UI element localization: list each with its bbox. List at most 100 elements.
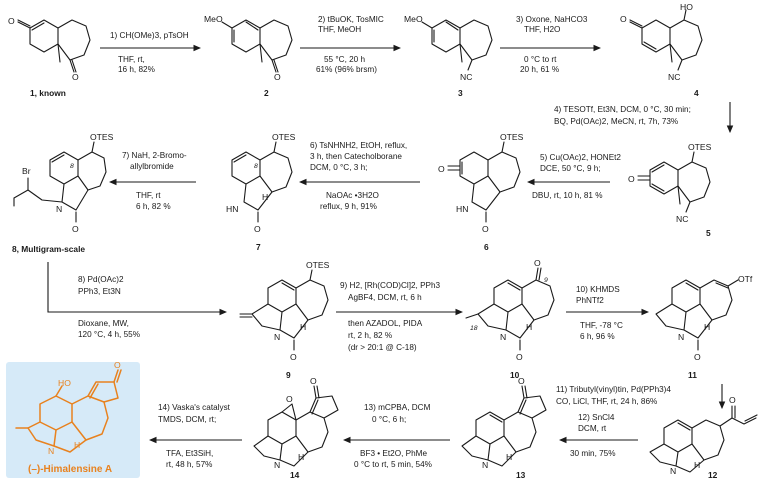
- step-1-yield: 16 h, 82%: [118, 65, 155, 74]
- target-structure: O HO N H: [15, 360, 122, 456]
- step-7-conditions: THF, rt: [136, 191, 161, 200]
- step-12-conditions: 30 min, 75%: [570, 449, 616, 458]
- atom-otf: OTf: [738, 274, 753, 284]
- step-3-yield: 20 h, 61 %: [520, 65, 559, 74]
- step-6-line-3: DCM, 0 °C, 3 h;: [310, 163, 367, 172]
- step-6-line-1: 6) TsNHNH2, EtOH, reflux,: [310, 141, 407, 150]
- step-1-reagents: 1) CH(OMe)3, pTsOH: [110, 31, 189, 40]
- compound-label-2: 2: [264, 88, 269, 98]
- atom-o: O: [72, 72, 79, 82]
- atom-number-9: 9: [544, 277, 548, 284]
- step-13-lewis-acid: BF3 • Et2O, PhMe: [360, 449, 427, 458]
- atom-n: N: [670, 466, 676, 476]
- step-12-reagent: 12) SnCl4: [578, 413, 615, 422]
- step-9-line-1: 9) H2, [Rh(COD)Cl]2, PPh3: [340, 281, 441, 290]
- atom-otes: OTES: [688, 142, 712, 152]
- atom-o: O: [114, 360, 121, 370]
- atom-o: O: [482, 224, 489, 234]
- step-3-solvent: THF, H2O: [524, 25, 560, 34]
- step-14-acid: TFA, Et3SiH,: [166, 449, 213, 458]
- atom-nc: NC: [460, 72, 472, 82]
- compound-2: MeO O 2: [204, 14, 293, 98]
- step-8-ligand: PPh3, Et3N: [78, 287, 121, 296]
- compound-3: MeO NC 3: [404, 14, 493, 98]
- compound-1: O O 1, known: [8, 16, 91, 98]
- step-8-catalyst: 8) Pd(OAc)2: [78, 275, 124, 284]
- step-9-line-4: rt, 2 h, 82 %: [348, 331, 392, 340]
- atom-n: N: [678, 332, 684, 342]
- step-8-conditions: 120 °C, 4 h, 55%: [78, 330, 140, 339]
- step-9-line-5: (dr > 20:1 @ C-18): [348, 343, 417, 352]
- step-4-line-1: 4) TESOTf, Et3N, DCM, 0 °C, 30 min;: [554, 105, 691, 114]
- step-6-line-4: NaOAc •3H2O: [326, 191, 379, 200]
- compound-10: O 9 18 N H O 10: [465, 258, 555, 380]
- compound-4: O HO NC 4: [620, 2, 703, 98]
- step-4-line-2: BQ, Pd(OAc)2, MeCN, rt, 7h, 73%: [554, 117, 678, 126]
- compound-label-7: 7: [256, 242, 261, 252]
- atom-h: H: [298, 452, 304, 462]
- atom-n: N: [482, 460, 488, 470]
- atom-h: H: [74, 440, 80, 450]
- atom-br: Br: [22, 166, 31, 176]
- atom-h: H: [694, 460, 700, 470]
- compound-7: 8 OTES HN H O 7: [226, 132, 296, 252]
- atom-o: O: [286, 394, 293, 404]
- step-7-yield: 6 h, 82 %: [136, 202, 171, 211]
- reaction-arrow-8: [47, 262, 228, 316]
- atom-h: H: [300, 322, 306, 332]
- compound-5: O OTES NC 5: [628, 142, 712, 238]
- step-11-line-2: CO, LiCl, THF, rt, 24 h, 86%: [556, 397, 657, 406]
- atom-n: N: [56, 204, 62, 214]
- atom-o: O: [729, 395, 736, 405]
- atom-n: N: [48, 446, 54, 456]
- step-3-conditions: 0 °C to rt: [524, 55, 557, 64]
- step-14-yield: rt, 48 h, 57%: [166, 460, 212, 469]
- atom-n: N: [500, 332, 506, 342]
- atom-meo: MeO: [404, 14, 423, 24]
- atom-nc: NC: [676, 214, 688, 224]
- atom-h: H: [526, 322, 532, 332]
- atom-number-18: 18: [470, 325, 478, 332]
- compound-13: O N H 13: [461, 376, 547, 480]
- step-3-reagents: 3) Oxone, NaHCO3: [516, 15, 588, 24]
- step-2-reagents: 2) tBuOK, TosMIC: [318, 15, 384, 24]
- step-14-reductant: TMDS, DCM, rt;: [158, 415, 216, 424]
- step-6-line-5: reflux, 9 h, 91%: [320, 202, 377, 211]
- step-5-base: DBU, rt, 10 h, 81 %: [532, 191, 603, 200]
- step-9-line-3: then AZADOL, PIDA: [348, 319, 423, 328]
- atom-o: O: [290, 352, 297, 362]
- atom-n: N: [274, 332, 280, 342]
- atom-o: O: [310, 376, 317, 386]
- step-8-solvent: Dioxane, MW,: [78, 319, 129, 328]
- atom-number-8: 8: [254, 163, 258, 170]
- atom-o: O: [438, 164, 445, 174]
- compound-12: O N H 12: [649, 395, 758, 480]
- compound-label-4: 4: [694, 88, 699, 98]
- compound-label-1: 1, known: [30, 88, 66, 98]
- atom-hn: HN: [456, 204, 468, 214]
- step-12-solvent: DCM, rt: [578, 424, 607, 433]
- compound-8: 8 OTES Br N O 8, Multigram-scale: [12, 132, 114, 254]
- atom-h: H: [506, 452, 512, 462]
- compound-9: OTES N H O 9: [239, 260, 330, 380]
- atom-h: H: [704, 322, 710, 332]
- atom-o: O: [8, 16, 15, 26]
- atom-number-8: 8: [70, 163, 74, 170]
- atom-o: O: [518, 376, 525, 386]
- atom-hn: HN: [226, 204, 238, 214]
- atom-o: O: [254, 224, 261, 234]
- step-5-conditions: DCE, 50 °C, 9 h;: [540, 164, 601, 173]
- atom-o: O: [534, 258, 541, 268]
- compound-label-10: 10: [510, 370, 520, 380]
- atom-o: O: [72, 224, 79, 234]
- compound-label-6: 6: [484, 242, 489, 252]
- compound-label-11: 11: [688, 370, 697, 380]
- compound-label-12: 12: [708, 470, 718, 480]
- step-7-reagents: 7) NaH, 2-Bromo-: [122, 151, 187, 160]
- atom-otes: OTES: [306, 260, 330, 270]
- step-10-conditions: THF, -78 °C: [580, 321, 623, 330]
- step-10-yield: 6 h, 96 %: [580, 332, 615, 341]
- compound-label-3: 3: [458, 88, 463, 98]
- step-13-conditions: 0 °C, 6 h;: [372, 415, 406, 424]
